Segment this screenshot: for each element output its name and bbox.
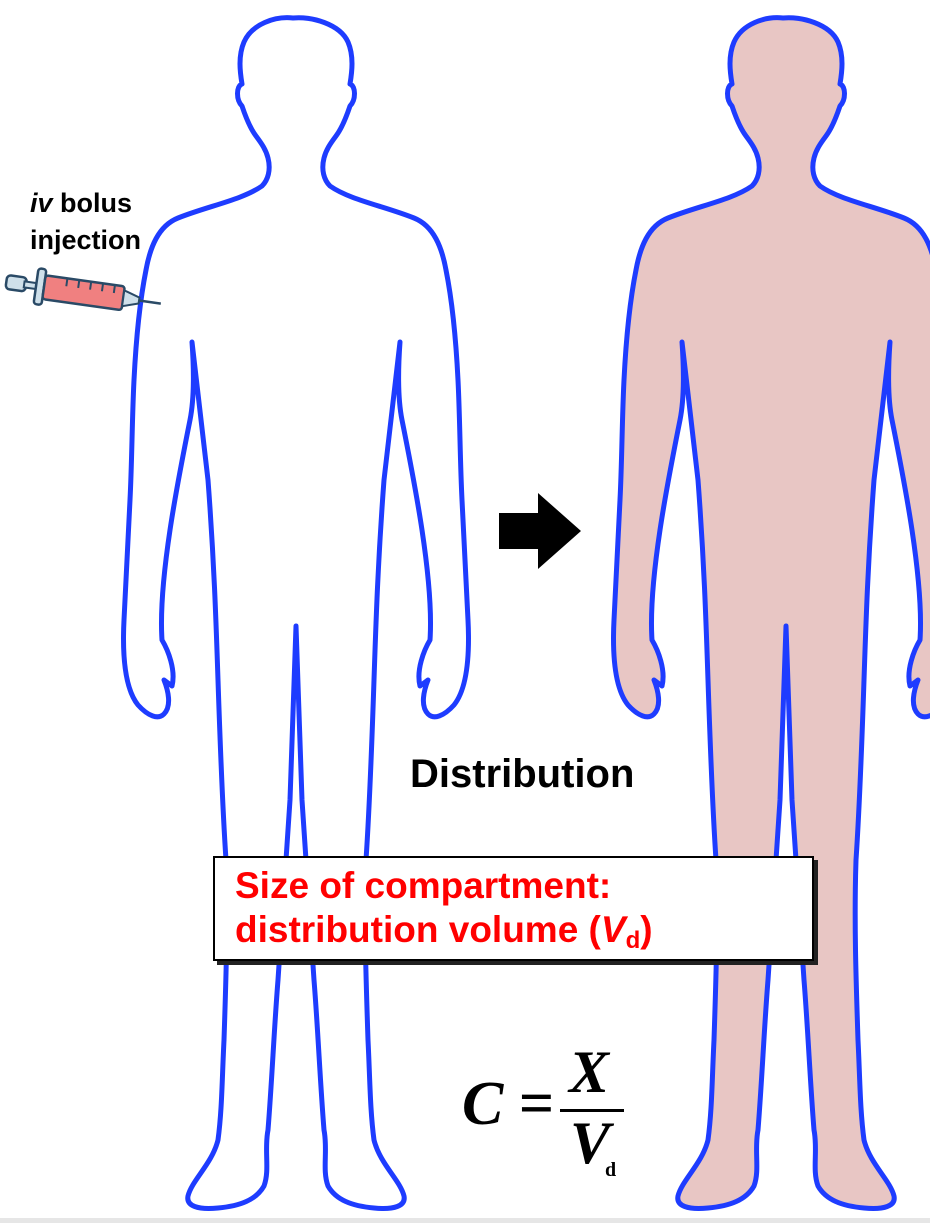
compartment-line-1: Size of compartment: bbox=[235, 865, 612, 906]
formula-fraction-bar bbox=[560, 1109, 624, 1112]
bottom-divider bbox=[0, 1218, 930, 1223]
volume-subscript: d bbox=[625, 927, 641, 954]
body-outline-before bbox=[124, 18, 469, 1209]
compartment-size-box: Size of compartment: distribution volume… bbox=[213, 856, 814, 961]
formula-c: C bbox=[462, 1070, 504, 1138]
injection-type: bolus bbox=[52, 188, 133, 218]
volume-symbol: V bbox=[600, 909, 626, 950]
compartment-line-2: distribution volume (Vd) bbox=[235, 908, 812, 963]
formula-denominator-subscript: d bbox=[605, 1159, 617, 1181]
concentration-formula: C = X V d bbox=[462, 1039, 662, 1192]
body-outline-after bbox=[614, 18, 930, 1209]
injection-route: iv bbox=[30, 188, 53, 218]
compartment-line-2-text: distribution volume ( bbox=[235, 909, 601, 950]
arrow-right-icon bbox=[499, 493, 581, 569]
injection-label: iv bolus injection bbox=[30, 185, 141, 259]
syringe-icon bbox=[4, 267, 161, 312]
formula-lhs: C = bbox=[462, 1069, 554, 1140]
distribution-label: Distribution bbox=[410, 752, 635, 796]
formula-denominator: V bbox=[570, 1110, 611, 1176]
formula-numerator: X bbox=[569, 1039, 610, 1105]
injection-word: injection bbox=[30, 225, 142, 255]
compartment-line-2-close: ) bbox=[640, 909, 653, 950]
formula-equals: = bbox=[518, 1070, 555, 1138]
